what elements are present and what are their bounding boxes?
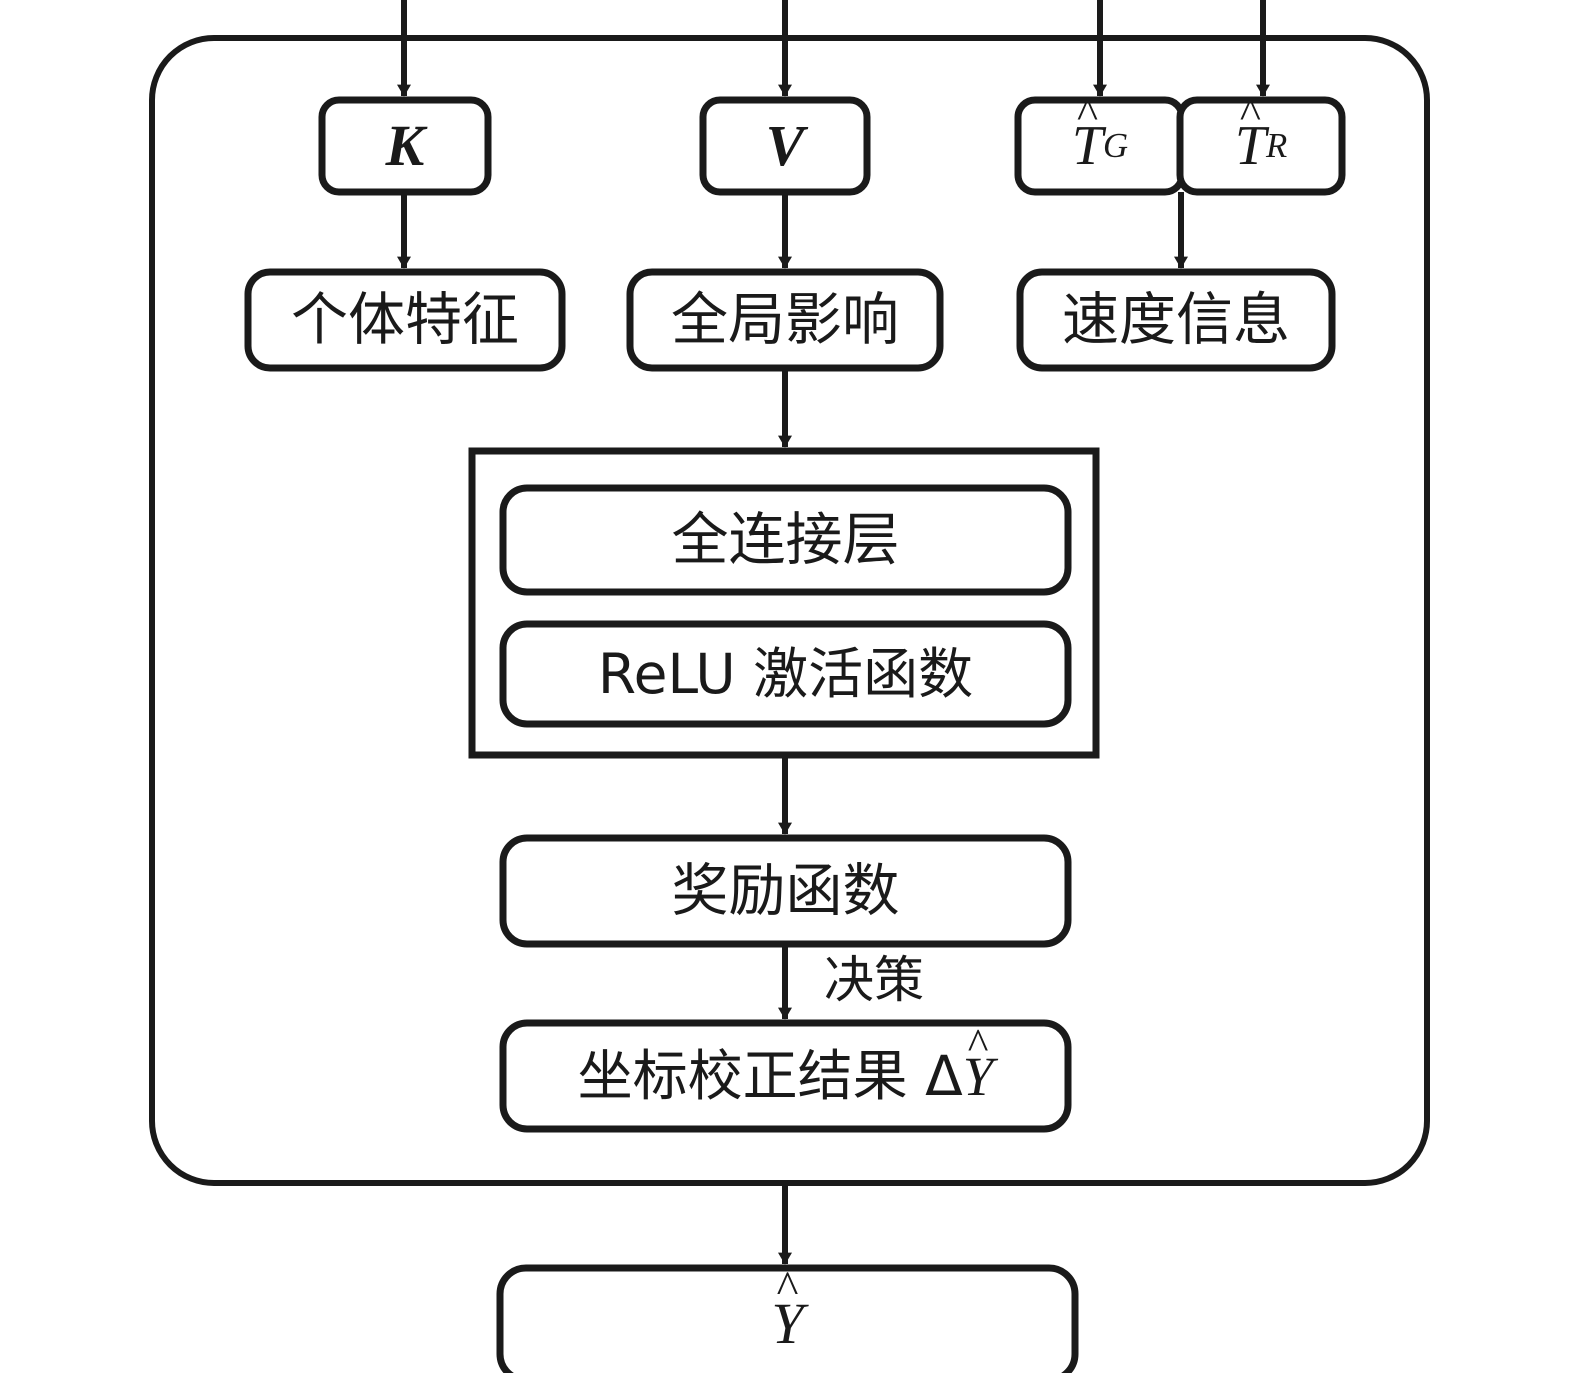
node-reward-function[interactable] bbox=[499, 834, 1072, 948]
node-velocity-info[interactable] bbox=[1016, 268, 1336, 372]
node-output-y-hat[interactable] bbox=[496, 1264, 1079, 1373]
node-individual-feature[interactable] bbox=[244, 268, 566, 372]
node-relu-activation[interactable] bbox=[499, 620, 1072, 728]
node-coordinate-correction[interactable] bbox=[499, 1019, 1072, 1133]
node-v[interactable] bbox=[699, 96, 871, 196]
node-global-influence[interactable] bbox=[626, 268, 944, 372]
node-fully-connected-layer[interactable] bbox=[499, 484, 1072, 596]
node-k[interactable] bbox=[318, 96, 492, 196]
node-t-hat-g[interactable] bbox=[1014, 96, 1186, 196]
node-t-hat-r[interactable] bbox=[1176, 96, 1346, 196]
